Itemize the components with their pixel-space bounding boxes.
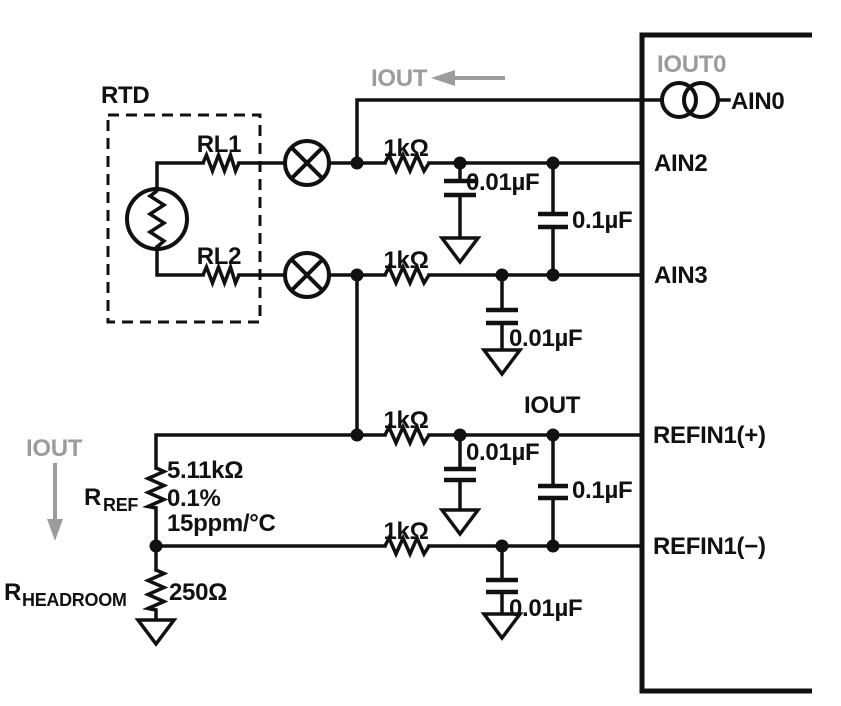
pin-refin1-minus-label: REFIN1(−) — [653, 533, 766, 560]
rtd-sensor-zigzag — [146, 189, 168, 249]
gnd-refinn-cap — [480, 612, 524, 641]
pin-ain0-label: AIN0 — [731, 88, 784, 115]
rtd-sensor-symbol — [125, 187, 189, 251]
c-ain3-value-label: 0.01µF — [509, 325, 582, 352]
terminal-symbol-1 — [283, 139, 331, 187]
rref-value-label: 5.11kΩ — [167, 457, 243, 484]
cap-0p01-refinp — [438, 433, 482, 537]
c-diff-ref-value-label: 0.1µF — [572, 477, 632, 504]
c-ain2-value-label: 0.01µF — [466, 169, 539, 196]
r4-value-label: 1kΩ — [383, 518, 428, 545]
terminal-x-2 — [289, 257, 325, 293]
r2-value-label: 1kΩ — [383, 247, 428, 274]
wire-rtd-to-rl2 — [155, 245, 205, 277]
iout-arrow-left-head — [47, 519, 63, 541]
gnd-rheadroom — [134, 618, 178, 647]
rref-tolerance-label: 0.1% — [167, 485, 221, 512]
resistor-rheadroom — [142, 568, 169, 612]
gnd-ain3-cap — [480, 348, 524, 377]
terminal-circle-2 — [283, 251, 331, 299]
rl1-label: RL1 — [197, 131, 241, 158]
pin-ain3-label: AIN3 — [654, 262, 707, 289]
resistor-1k-refinn — [383, 533, 431, 559]
rref-tempco-label: 15ppm/°C — [167, 510, 276, 537]
iout-arrow-top — [431, 70, 505, 86]
resistor-rl1 — [201, 149, 241, 176]
gnd-refinp-cap — [438, 508, 482, 537]
cap-0p1-ain-diff — [538, 161, 568, 277]
resistor-rl2 — [201, 261, 241, 288]
wire-iout-to-ain0 — [355, 98, 664, 165]
cap-0p01-refinn — [480, 544, 524, 641]
iout-arrow-top-head — [431, 70, 455, 86]
rref-name-label: R — [84, 484, 101, 511]
r1-value-label: 1kΩ — [383, 135, 428, 162]
gnd-ain2-cap — [438, 236, 482, 265]
resistor-1k-ain2 — [383, 150, 431, 176]
iout-top-label: IOUT — [371, 65, 428, 92]
rtd-box-label: RTD — [101, 82, 149, 109]
pin-ain2-label: AIN2 — [654, 150, 707, 177]
rref-name-subscript: REF — [103, 495, 138, 515]
adc-iout0-label: IOUT0 — [657, 51, 726, 78]
terminal-x-1 — [289, 145, 325, 181]
cap-0p01-ain3 — [480, 273, 524, 377]
iout-arrow-left — [47, 463, 63, 541]
wire-rref-top-to-r3 — [154, 433, 387, 470]
current-source-circle-left — [660, 81, 698, 119]
terminal-circle-1 — [283, 139, 331, 187]
iout-left-label: IOUT — [26, 435, 83, 462]
rl2-label: RL2 — [197, 243, 241, 270]
c-refp-value-label: 0.01µF — [466, 439, 539, 466]
terminal-symbol-2 — [283, 251, 331, 299]
pin-refin1-plus-label: REFIN1(+) — [653, 422, 766, 449]
current-source-symbol — [660, 81, 720, 119]
rtd-dashed-box — [106, 113, 262, 324]
resistor-1k-ain3 — [383, 262, 431, 288]
rtd-sensor-circle — [125, 187, 189, 251]
rheadroom-value-label: 250Ω — [169, 579, 227, 606]
junction-dots — [149, 156, 560, 553]
cap-0p1-ref-diff — [538, 433, 568, 548]
current-source-circle-right — [682, 81, 720, 119]
resistor-rref — [142, 466, 169, 510]
rheadroom-name-label: R — [4, 579, 21, 606]
wire-rtd-to-rl1 — [155, 161, 205, 192]
adc-ic-outline — [639, 32, 812, 694]
rheadroom-name-subscript: HEADROOM — [22, 590, 127, 610]
r3-value-label: 1kΩ — [383, 407, 428, 434]
cap-0p01-ain2 — [438, 161, 482, 265]
c-refn-value-label: 0.01µF — [509, 595, 582, 622]
iout-node-label: IOUT — [524, 392, 581, 419]
c-diff-ain-value-label: 0.1µF — [572, 207, 632, 234]
resistor-1k-refinp — [383, 422, 431, 448]
